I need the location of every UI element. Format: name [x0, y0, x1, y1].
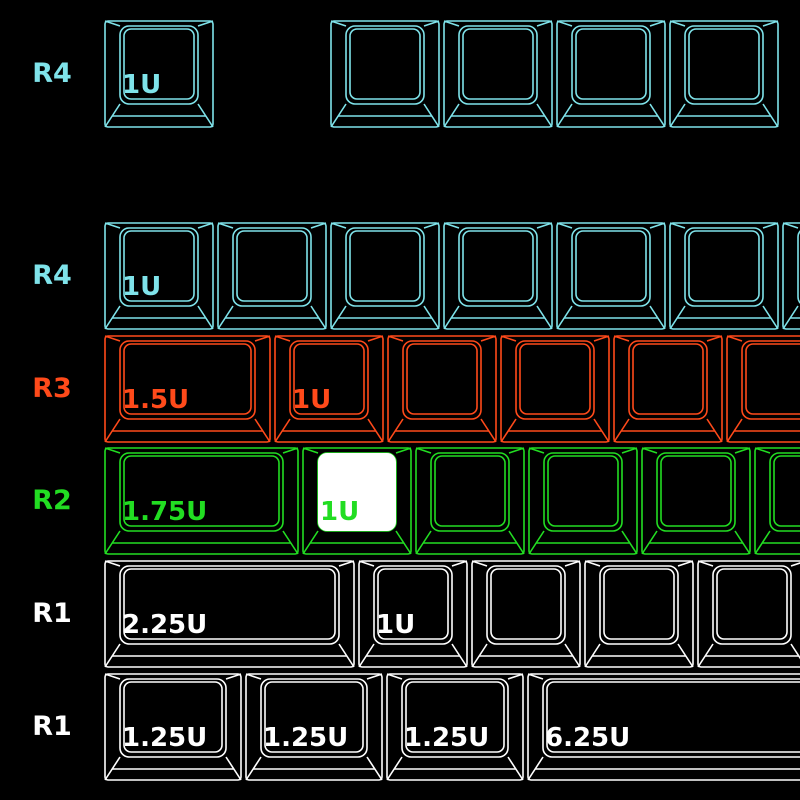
keycap-1u — [217, 222, 327, 330]
keycap-outline — [726, 335, 800, 443]
keycap-outline — [104, 222, 214, 330]
keycap-1u: 1U — [358, 560, 468, 668]
keycap-outline — [556, 222, 666, 330]
keycap-size-label: 6.25U — [545, 723, 631, 753]
keycap-size-label: 1U — [122, 272, 162, 302]
keycap-outline — [556, 20, 666, 128]
keycap-size-label: 1.25U — [122, 723, 208, 753]
keycap-outline — [641, 447, 751, 555]
keycap-outline — [443, 20, 553, 128]
keycap-1-75u: 1.75U — [104, 447, 299, 555]
keycap-1u — [471, 560, 581, 668]
keycap-outline — [443, 222, 553, 330]
keycap-1u — [641, 447, 751, 555]
keycap-1u: 1U — [104, 20, 214, 128]
keycap-outline — [669, 222, 779, 330]
row-label: R1 — [32, 711, 72, 742]
keycap-outline — [613, 335, 723, 443]
keycap-outline — [330, 222, 440, 330]
row-label: R1 — [32, 598, 72, 629]
keycap-1u: 1U — [104, 222, 214, 330]
keycap-1u: 1U — [274, 335, 384, 443]
keycap-1-25u: 1.25U — [386, 673, 524, 781]
keycap-1u — [613, 335, 723, 443]
keycap-1u — [669, 222, 779, 330]
keycap-1u — [754, 447, 800, 555]
keycap-outline — [104, 447, 299, 555]
keycap-1u — [584, 560, 694, 668]
keycap-1u — [782, 222, 800, 330]
keycap-size-label: 1.25U — [263, 723, 349, 753]
keycap-size-label: 2.25U — [122, 610, 208, 640]
keycap-size-label: 1U — [320, 497, 360, 527]
keycap-1u: 1U — [302, 447, 412, 555]
keycap-1u — [387, 335, 497, 443]
keycap-1u — [415, 447, 525, 555]
keycap-outline — [669, 20, 779, 128]
keycap-size-label: 1U — [292, 385, 332, 415]
keycap-outline — [584, 560, 694, 668]
keycap-outline — [527, 673, 800, 781]
keycap-6-25u: 6.25U — [527, 673, 800, 781]
keycap-1u — [697, 560, 800, 668]
keycap-1u — [443, 222, 553, 330]
keycap-1u — [669, 20, 779, 128]
keycap-1u — [443, 20, 553, 128]
keycap-outline — [104, 673, 242, 781]
row-label: R4 — [32, 58, 72, 89]
keycap-size-label: 1U — [122, 70, 162, 100]
keycap-1u — [330, 222, 440, 330]
keycap-1u — [500, 335, 610, 443]
keycap-1-25u: 1.25U — [104, 673, 242, 781]
keycap-outline — [274, 335, 384, 443]
row-label: R3 — [32, 373, 72, 404]
keycap-1u — [556, 222, 666, 330]
keycap-outline — [387, 335, 497, 443]
keycap-1u — [726, 335, 800, 443]
keycap-outline — [330, 20, 440, 128]
keycap-outline — [697, 560, 800, 668]
keycap-outline — [245, 673, 383, 781]
keycap-outline — [358, 560, 468, 668]
keycap-size-label: 1.5U — [122, 385, 190, 415]
keycap-size-label: 1U — [376, 610, 416, 640]
keycap-outline — [500, 335, 610, 443]
keycap-outline — [104, 20, 214, 128]
highlighted-key-top — [318, 453, 396, 531]
keycap-1-25u: 1.25U — [245, 673, 383, 781]
keycap-outline — [104, 560, 355, 668]
keycap-outline — [471, 560, 581, 668]
keycap-outline — [386, 673, 524, 781]
row-label: R4 — [32, 260, 72, 291]
keycap-2-25u: 2.25U — [104, 560, 355, 668]
keycap-outline — [217, 222, 327, 330]
keycap-outline — [754, 447, 800, 555]
row-label: R2 — [32, 485, 72, 516]
keycap-outline — [782, 222, 800, 330]
keycap-outline — [528, 447, 638, 555]
keycap-outline — [104, 335, 271, 443]
keycap-size-label: 1.75U — [122, 497, 208, 527]
keycap-1u — [556, 20, 666, 128]
keycap-1u — [330, 20, 440, 128]
keycap-outline — [415, 447, 525, 555]
keycap-1u — [528, 447, 638, 555]
keycap-1-5u: 1.5U — [104, 335, 271, 443]
keycap-size-label: 1.25U — [404, 723, 490, 753]
